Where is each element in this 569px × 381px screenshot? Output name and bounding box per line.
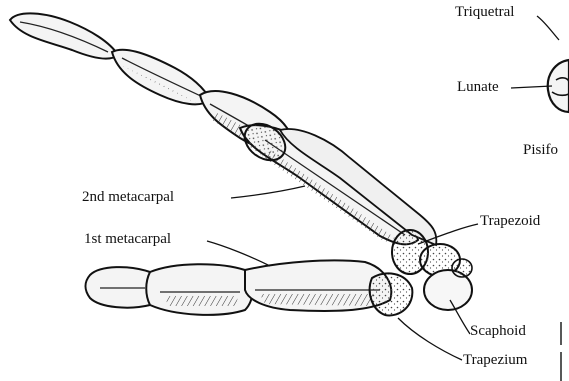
second-metacarpal — [238, 116, 418, 244]
thumb-proximal-phalanx — [146, 264, 252, 315]
leader-lunate — [511, 86, 552, 88]
label-2nd-metacarpal: 2nd metacarpal — [82, 190, 174, 205]
index-middle-phalanx — [112, 50, 210, 105]
label-1st-metacarpal: 1st metacarpal — [84, 232, 171, 247]
trapezium-bone — [370, 273, 413, 315]
leader-2nd-metacarpal — [231, 186, 305, 198]
label-lunate: Lunate — [457, 80, 499, 95]
label-trapezium: Trapezium — [463, 353, 527, 368]
leader-1st-metacarpal — [207, 241, 270, 266]
label-triquetral: Triquetral — [455, 5, 514, 20]
label-trapezoid: Trapezoid — [480, 214, 540, 229]
leader-triquetral — [537, 16, 559, 40]
label-scaphoid: Scaphoid — [470, 324, 526, 339]
leader-trapezium — [398, 318, 462, 360]
label-pisiform: Pisifo — [523, 143, 558, 158]
index-distal-phalanx — [10, 13, 118, 58]
